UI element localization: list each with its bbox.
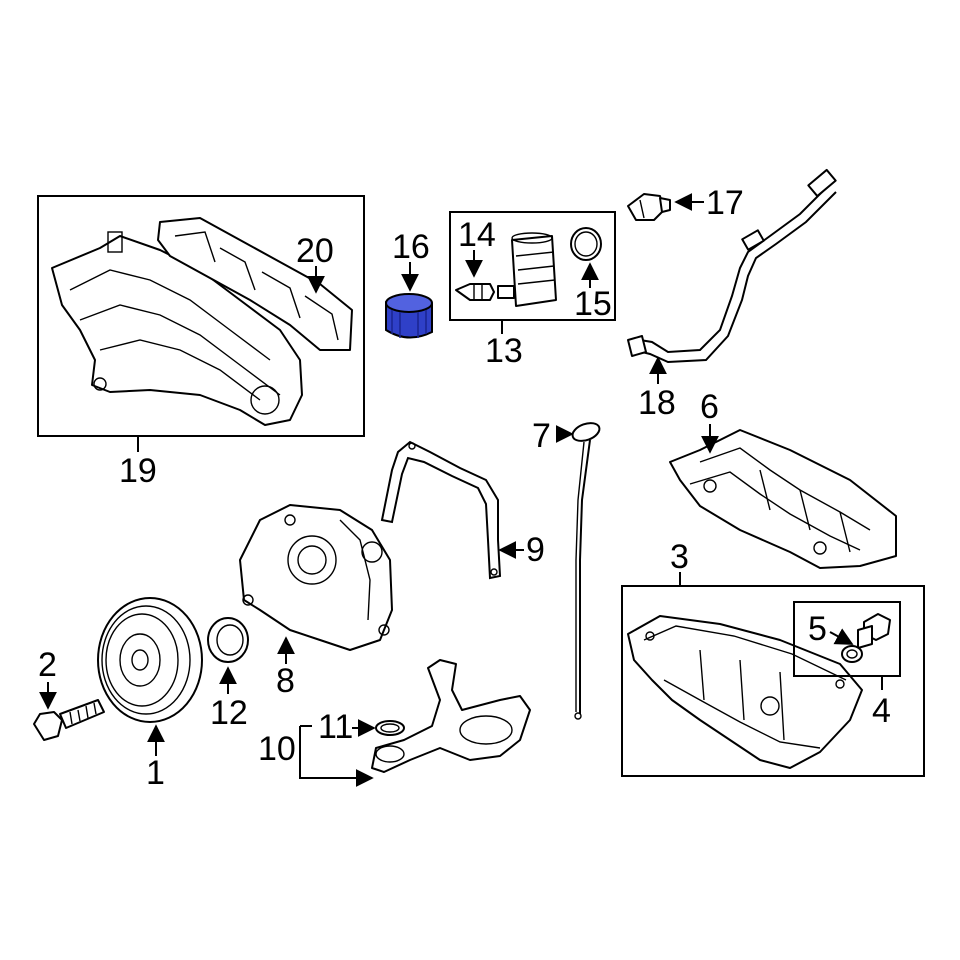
- callout-14: 14: [458, 216, 496, 254]
- pickup-tube-gasket[interactable]: [375, 720, 405, 736]
- callout-13: 13: [485, 332, 523, 370]
- oil-cooler-bolt[interactable]: [455, 283, 495, 301]
- callout-1: 1: [146, 754, 165, 792]
- callout-4: 4: [872, 692, 891, 730]
- oil-pressure-sensor[interactable]: [627, 193, 671, 221]
- oil-dipstick[interactable]: [570, 420, 602, 720]
- callout-16: 16: [392, 228, 430, 266]
- oil-cooler-group-box: [449, 211, 616, 321]
- windage-tray[interactable]: [669, 429, 897, 569]
- callout-18: 18: [638, 384, 676, 422]
- callout-9: 9: [526, 531, 545, 569]
- leader-5: [829, 628, 854, 645]
- oil-drain-plug[interactable]: [857, 613, 891, 649]
- crankshaft-front-seal[interactable]: [207, 617, 249, 663]
- oil-cooler[interactable]: [497, 232, 557, 307]
- callout-15: 15: [574, 285, 612, 323]
- intake-manifold-group-box: [37, 195, 365, 437]
- front-cover-gasket[interactable]: [380, 440, 502, 580]
- callout-3: 3: [670, 538, 689, 576]
- callout-20: 20: [296, 232, 334, 270]
- callout-7: 7: [532, 417, 551, 455]
- callout-11: 11: [318, 708, 353, 746]
- pulley-bolt[interactable]: [33, 699, 105, 741]
- drain-plug-group-box: [793, 601, 901, 677]
- callout-17: 17: [706, 184, 744, 222]
- leader-10: [299, 726, 374, 787]
- callout-6: 6: [700, 388, 719, 426]
- crankshaft-pulley[interactable]: [97, 597, 203, 723]
- callout-19: 19: [119, 452, 157, 490]
- callout-10: 10: [258, 730, 296, 768]
- oil-pan[interactable]: [627, 615, 863, 769]
- intake-manifold[interactable]: [51, 231, 303, 426]
- oil-pickup-tube[interactable]: [371, 659, 531, 773]
- callout-12: 12: [210, 694, 248, 732]
- callout-2: 2: [38, 646, 57, 684]
- callout-5: 5: [808, 610, 827, 648]
- drain-plug-gasket[interactable]: [841, 645, 863, 663]
- callout-8: 8: [276, 662, 295, 700]
- oil-cooler-seal[interactable]: [570, 227, 602, 261]
- engine-front-cover[interactable]: [239, 504, 393, 651]
- intake-manifold-gasket[interactable]: [157, 217, 353, 351]
- oil-pan-group-box: [621, 585, 925, 777]
- oil-filter-highlighted[interactable]: [385, 293, 433, 339]
